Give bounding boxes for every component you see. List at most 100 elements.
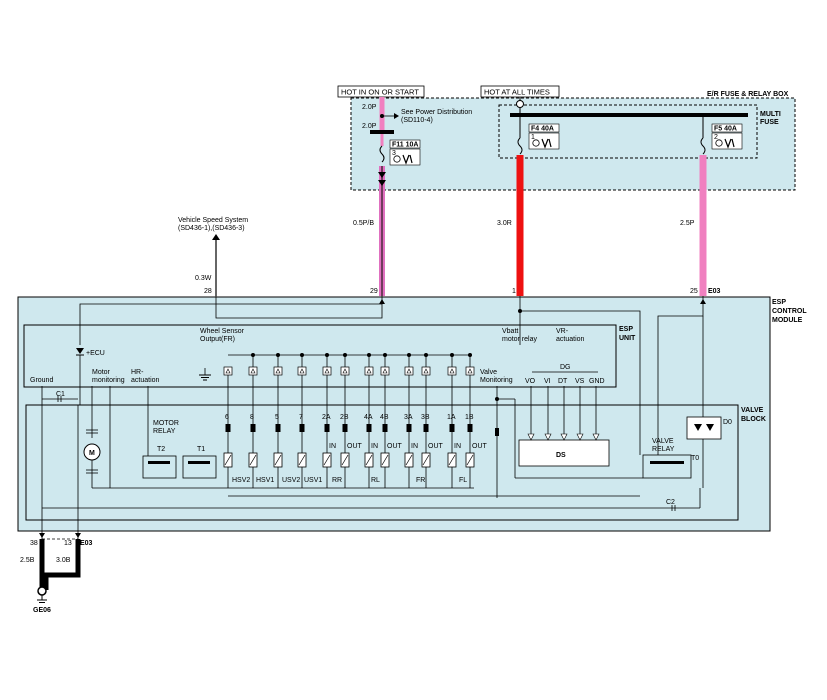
valve-pin-connector	[225, 424, 231, 432]
see-power-dist-1: See Power Distribution	[401, 109, 472, 116]
hot-all-times-text: HOT AT ALL TIMES	[484, 88, 550, 97]
valve-pin-connector	[449, 424, 455, 432]
ecu-label: +ECU	[86, 350, 105, 357]
hr-act-text-2: actuation	[131, 377, 160, 384]
valve-pin-connector	[342, 424, 348, 432]
wire-2p-top-label: 2.0P	[362, 104, 377, 111]
valve-name-label: RL	[371, 477, 380, 484]
vehicle-speed-text-1: Vehicle Speed System	[178, 217, 248, 224]
motor-mon-text-2: monitoring	[92, 377, 125, 384]
dg-pin-vo: VO	[525, 378, 536, 385]
see-power-dist-2: (SD110-4)	[401, 117, 433, 124]
pin-29: 29	[370, 288, 378, 295]
valve-pin-label: 4B	[380, 414, 389, 421]
wheel-sensor-text-1: Wheel Sensor	[200, 328, 245, 335]
valve-block-label-2: BLOCK	[741, 416, 766, 423]
d0-box	[686, 416, 722, 440]
driver-output-icon	[465, 366, 475, 376]
valve-pin-label: 1A	[447, 414, 456, 421]
bus-junction	[516, 100, 524, 108]
vr-text-1: VR-	[556, 328, 569, 335]
vr-text-2: actuation	[556, 336, 585, 343]
fuse-f11-label: F11 10A 3	[389, 139, 421, 166]
valve-name-label: HSV1	[256, 477, 274, 484]
ground-point-ge06	[37, 586, 47, 596]
valve-pin-label: 3B	[421, 414, 430, 421]
wheel-sensor-text-2: Output(FR)	[200, 336, 235, 343]
valve-relay-label-2: RELAY	[652, 446, 675, 453]
pin-25: 25	[690, 288, 698, 295]
pin-38: 38	[30, 540, 38, 547]
valve-pin-connector	[366, 424, 372, 432]
fuse-f5-label: F5 40A 2	[711, 123, 743, 150]
valve-name-label: FL	[459, 477, 467, 484]
valve-mon-text-2: Monitoring	[480, 377, 513, 384]
fuse-f11-symbol	[379, 145, 385, 163]
driver-output-icon	[380, 366, 390, 376]
valve-relay-label-1: VALVE	[652, 438, 674, 445]
t2-label: T2	[157, 446, 165, 453]
valve-pin-label: 4A	[364, 414, 373, 421]
busbar-f11	[370, 130, 394, 134]
valve-pin-label: 2A	[322, 414, 331, 421]
svg-text:F5 40A: F5 40A	[714, 126, 737, 133]
valve-name-label: USV2	[282, 477, 300, 484]
driver-output-icon	[340, 366, 350, 376]
fuse-f4-label: F4 40A 1	[528, 123, 560, 150]
t1-label: T1	[197, 446, 205, 453]
valve-pin-label: 7	[299, 414, 303, 421]
valve-pin-connector	[406, 424, 412, 432]
d0-label: D0	[723, 419, 732, 426]
busbar-main	[510, 113, 748, 117]
c1-label: C1	[56, 391, 65, 398]
ds-label: DS	[556, 452, 566, 459]
esp-unit-box	[23, 324, 617, 388]
valve-io-label: IN	[371, 443, 378, 450]
valve-pin-label: 2B	[340, 414, 349, 421]
valve-io-label: IN	[411, 443, 418, 450]
motor-label: M	[89, 450, 95, 457]
valve-name-label: HSV2	[232, 477, 250, 484]
ground-symbol-esp	[199, 368, 211, 381]
driver-output-icon	[447, 366, 457, 376]
ge06-label: GE06	[33, 607, 51, 614]
valve-pin-connector	[250, 424, 256, 432]
connector-e03-top: E03	[708, 288, 721, 295]
wire-0-3w-label: 0.3W	[195, 275, 212, 282]
svg-text:3: 3	[392, 150, 396, 157]
driver-output-icon	[223, 366, 233, 376]
valve-io-label: IN	[329, 443, 336, 450]
driver-output-icon	[421, 366, 431, 376]
valve-pin-connector	[382, 424, 388, 432]
driver-output-icon	[322, 366, 332, 376]
valve-pin-label: 1B	[465, 414, 474, 421]
dg-pin-vs: VS	[575, 378, 585, 385]
ds-leads	[527, 386, 600, 441]
valve-pin-label: 5	[275, 414, 279, 421]
t0-label: T0	[691, 455, 699, 462]
dg-pin-vi: VI	[544, 378, 551, 385]
fuse-box-title: E/R FUSE & RELAY BOX	[707, 91, 789, 98]
vbatt-text-1: Vbatt	[502, 328, 518, 335]
pin-28: 28	[204, 288, 212, 295]
valve-io-label: OUT	[347, 443, 363, 450]
rail-dots	[251, 353, 472, 367]
valve-block-label-1: VALVE	[741, 407, 764, 414]
multi-fuse-label-1: MULTI	[760, 111, 781, 118]
fuse-f4-symbol	[517, 137, 523, 155]
vehicle-speed-text-2: (SD436-1),(SD436-3)	[178, 225, 245, 232]
esp-unit-label-2: UNIT	[619, 335, 636, 342]
wire-2p-mid-label: 2.0P	[362, 123, 377, 130]
hot-run-start-text: HOT IN ON OR START	[341, 88, 419, 97]
ecu-diode	[76, 348, 84, 354]
pin-13: 13	[64, 540, 72, 547]
valve-name-label: RR	[332, 477, 342, 484]
valve-io-label: OUT	[387, 443, 403, 450]
connector-e03-bottom: E03	[80, 540, 93, 547]
pin-1: 1	[512, 288, 516, 295]
driver-output-icon	[297, 366, 307, 376]
svg-text:2: 2	[714, 134, 718, 141]
driver-output-icon	[404, 366, 414, 376]
